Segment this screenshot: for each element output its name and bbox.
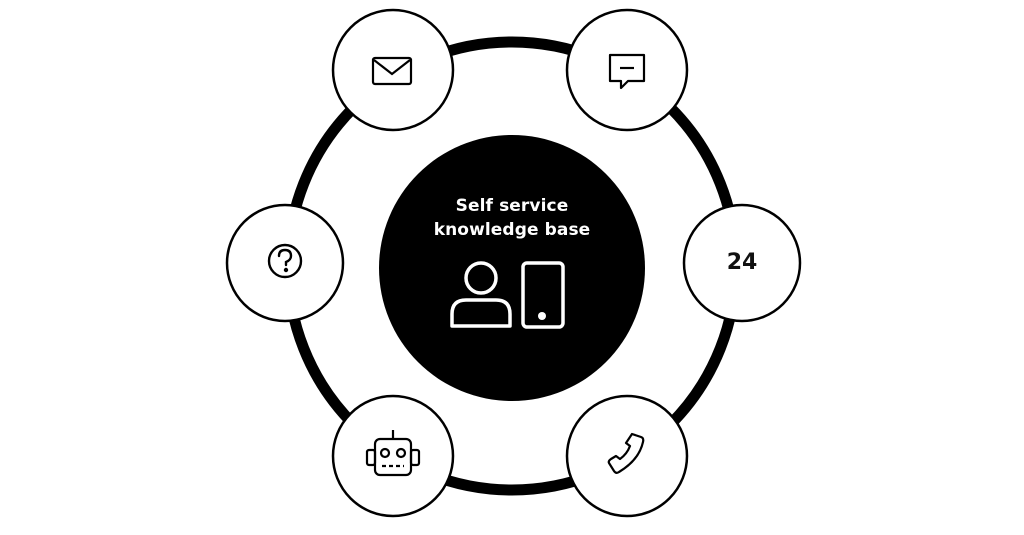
availability-label: 24 bbox=[726, 250, 758, 275]
phone-icon bbox=[607, 432, 645, 474]
center-title-line1: Self service bbox=[455, 196, 569, 216]
center-title-line2: knowledge base bbox=[433, 220, 591, 240]
node-email bbox=[331, 8, 455, 132]
node-phone bbox=[565, 394, 689, 518]
node-availability bbox=[682, 203, 802, 323]
node-bot bbox=[331, 394, 455, 518]
user-icon bbox=[450, 261, 512, 328]
question-icon bbox=[267, 243, 303, 279]
node-chat bbox=[565, 8, 689, 132]
center-circle bbox=[379, 135, 645, 401]
chat-bubble-icon bbox=[608, 53, 646, 90]
envelope-icon bbox=[371, 56, 413, 86]
smartphone-icon bbox=[521, 261, 565, 329]
robot-icon bbox=[365, 430, 421, 477]
node-help bbox=[225, 203, 345, 323]
